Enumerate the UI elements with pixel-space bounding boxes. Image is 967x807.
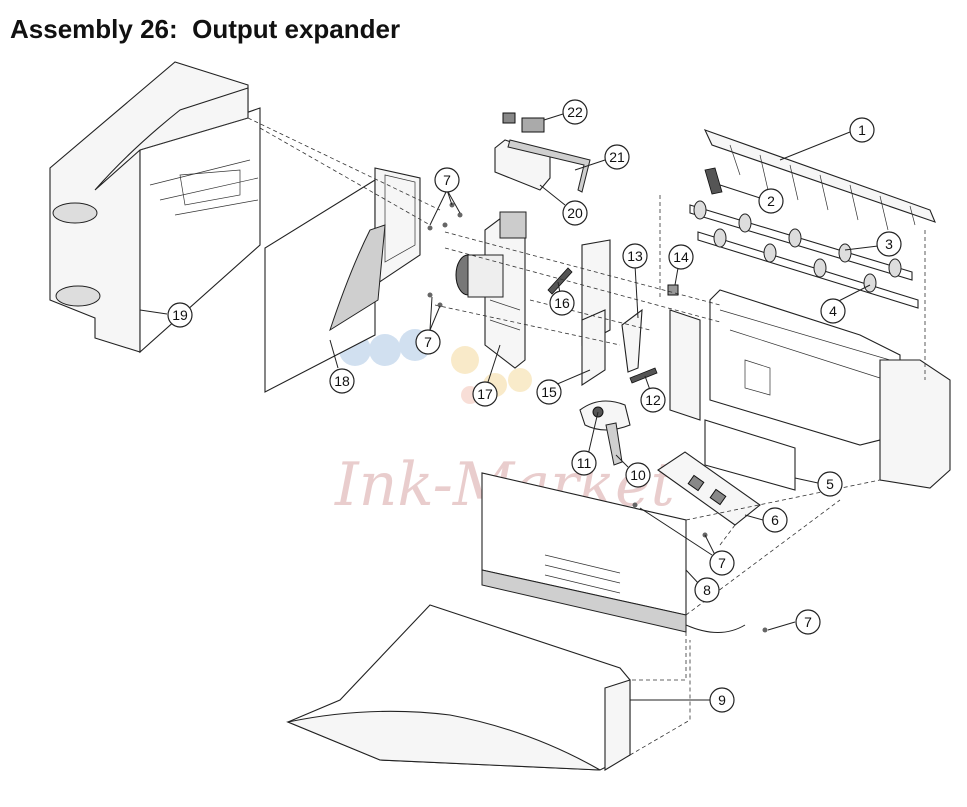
part-19-outer-cover: [49, 61, 261, 354]
svg-text:18: 18: [334, 373, 350, 389]
svg-text:1: 1: [858, 122, 866, 138]
callout-19: 19: [167, 302, 193, 328]
svg-text:11: 11: [577, 455, 592, 471]
svg-text:13: 13: [627, 248, 643, 264]
callout-6: 6: [762, 507, 788, 533]
callout-8: 8: [694, 577, 720, 603]
part-22-latch: [502, 112, 545, 133]
svg-text:4: 4: [829, 303, 837, 319]
main-frame: [669, 289, 951, 489]
svg-text:5: 5: [826, 476, 834, 492]
part-18-side-door: [264, 167, 421, 393]
callout-3: 3: [876, 231, 902, 257]
part-1-paddle-shaft: [703, 129, 936, 231]
callout-10: 10: [625, 462, 651, 488]
part-8-rear-cover: [481, 472, 746, 633]
callout-2: 2: [758, 188, 784, 214]
svg-text:9: 9: [718, 692, 726, 708]
part-11-cam: [579, 400, 631, 431]
svg-text:7: 7: [443, 172, 451, 188]
callout-22: 22: [562, 99, 588, 125]
callout-9: 9: [709, 687, 735, 713]
callout-12: 12: [640, 387, 666, 413]
part-6-circuit-board: [657, 451, 761, 526]
callout-5: 5: [817, 471, 843, 497]
part-10-lever: [605, 422, 623, 466]
callout-7-c: 7: [709, 550, 735, 576]
svg-text:14: 14: [673, 249, 689, 265]
svg-text:7: 7: [804, 614, 812, 630]
svg-text:22: 22: [567, 104, 583, 120]
svg-text:16: 16: [554, 295, 570, 311]
callout-14: 14: [668, 244, 694, 270]
part-5-plate: [704, 419, 796, 491]
svg-text:12: 12: [645, 392, 661, 408]
page-title: Assembly 26: Output expander: [10, 14, 401, 44]
svg-text:3: 3: [885, 236, 893, 252]
svg-text:10: 10: [630, 467, 646, 483]
part-17-drive-assembly: [455, 211, 527, 369]
part-15-side-plate: [581, 239, 611, 387]
part-13-link-arm: [621, 308, 643, 373]
svg-text:7: 7: [424, 334, 432, 350]
part-14-clip: [667, 284, 679, 296]
callout-4: 4: [820, 298, 846, 324]
callout-13: 13: [622, 243, 648, 269]
callout-15: 15: [536, 379, 562, 405]
part-2-pin: [704, 167, 723, 195]
part-12-spring: [629, 367, 658, 384]
part-3-roller-shaft: [689, 200, 913, 281]
part-21-lever: [507, 139, 591, 193]
part-16-spring: [547, 267, 573, 295]
screws: [427, 202, 768, 633]
part-9-output-tray: [286, 604, 631, 771]
callout-17: 17: [472, 381, 498, 407]
svg-text:6: 6: [771, 512, 779, 528]
svg-text:21: 21: [609, 149, 625, 165]
svg-text:15: 15: [541, 384, 557, 400]
callout-7-d: 7: [795, 609, 821, 635]
callout-11: 11: [571, 450, 597, 476]
callout-18: 18: [329, 368, 355, 394]
callout-7-a: 7: [434, 167, 460, 193]
svg-text:8: 8: [703, 582, 711, 598]
svg-text:20: 20: [567, 205, 583, 221]
svg-text:19: 19: [172, 307, 188, 323]
svg-text:2: 2: [767, 193, 775, 209]
callout-21: 21: [604, 144, 630, 170]
svg-text:7: 7: [718, 555, 726, 571]
callout-1: 1: [849, 117, 875, 143]
alignment-lines: [247, 117, 926, 756]
callout-7-b: 7: [415, 329, 441, 355]
callout-20: 20: [562, 200, 588, 226]
svg-text:17: 17: [477, 386, 493, 402]
callout-16: 16: [549, 290, 575, 316]
